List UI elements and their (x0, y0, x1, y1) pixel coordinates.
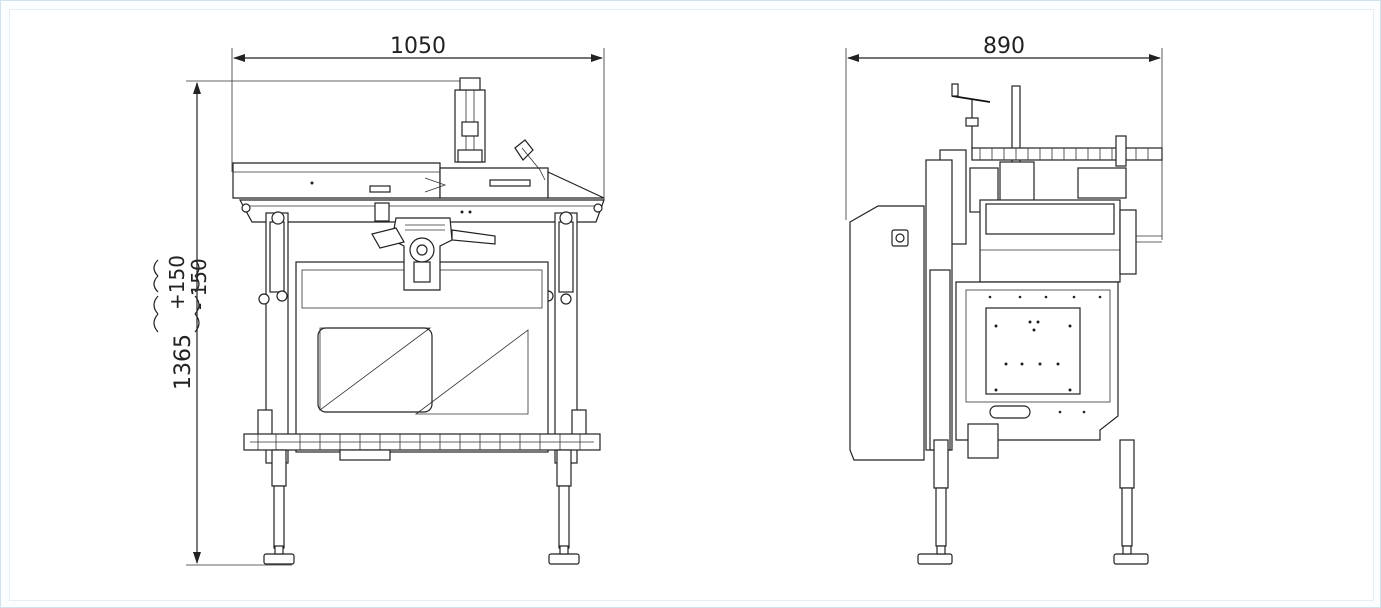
dimension-side-width: 890 (845, 34, 1163, 240)
dimension-front-width: 1050 (231, 34, 605, 200)
side-width-label: 890 (983, 34, 1025, 59)
dimension-height: 1365 +150 - 150 (153, 80, 462, 566)
drawing-panel (9, 9, 1374, 601)
height-label: 1365 (171, 334, 196, 390)
side-view-machine (849, 83, 1163, 565)
front-view-machine (232, 77, 605, 565)
front-width-label: 1050 (390, 34, 446, 59)
tolerance-plus: +150 (165, 255, 189, 310)
